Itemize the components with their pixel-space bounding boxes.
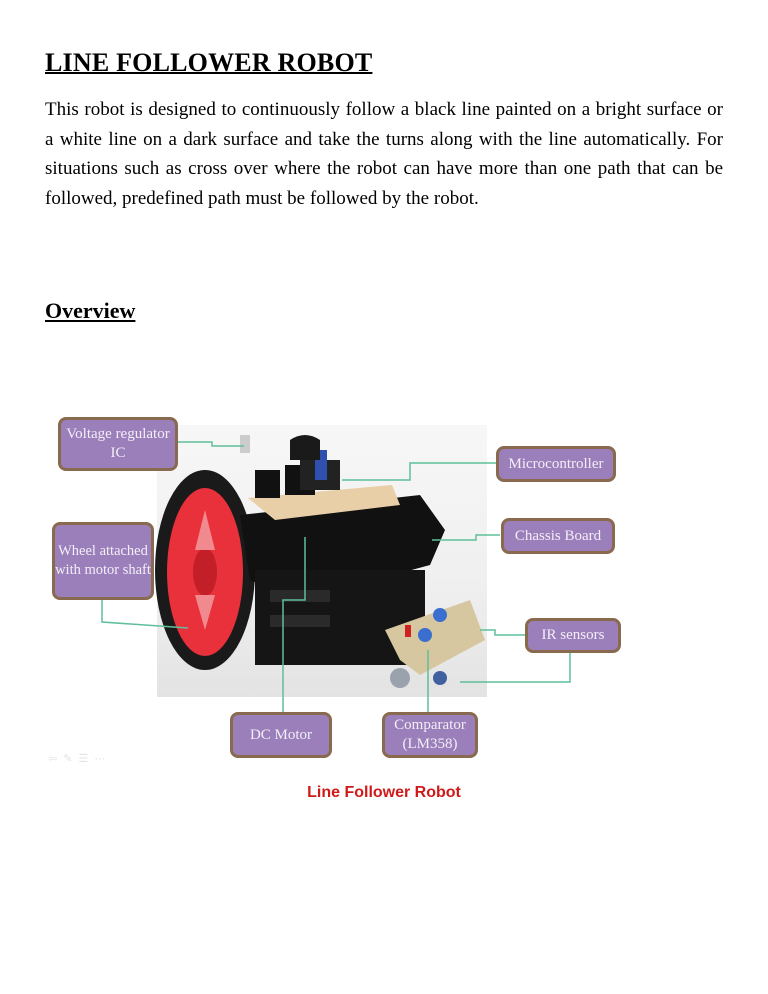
label-dc-motor: DC Motor <box>230 712 332 758</box>
label-chassis-board: Chassis Board <box>501 518 615 554</box>
label-comparator: Comparator (LM358) <box>382 712 478 758</box>
ir-sensor-board-icon <box>385 600 485 685</box>
back-icon: ⇦ <box>48 753 64 765</box>
robot-illustration <box>101 435 571 712</box>
intro-paragraph: This robot is designed to continuously f… <box>45 99 723 209</box>
pen-icon: ✎ <box>63 753 79 765</box>
more-icon: ⋯ <box>94 753 112 765</box>
label-wheel: Wheel attached with motor shaft <box>52 522 154 600</box>
figure-caption: Line Follower Robot <box>307 784 461 801</box>
pcb-icon <box>240 435 400 520</box>
wheel-icon <box>155 470 255 670</box>
label-ir-sensors: IR sensors <box>525 618 621 653</box>
ghost-toolbar: ⇦✎☰⋯ <box>48 752 111 765</box>
connector-lines <box>101 441 571 712</box>
menu-icon: ☰ <box>78 753 95 765</box>
label-microcontroller: Microcontroller <box>496 446 616 482</box>
document-title: LINE FOLLOWER ROBOT <box>45 48 373 77</box>
robot-diagram-figure: Voltage regulator IC Wheel attached with… <box>0 400 768 780</box>
label-voltage-regulator: Voltage regulator IC <box>58 417 178 471</box>
section-heading-overview: Overview <box>45 298 136 323</box>
